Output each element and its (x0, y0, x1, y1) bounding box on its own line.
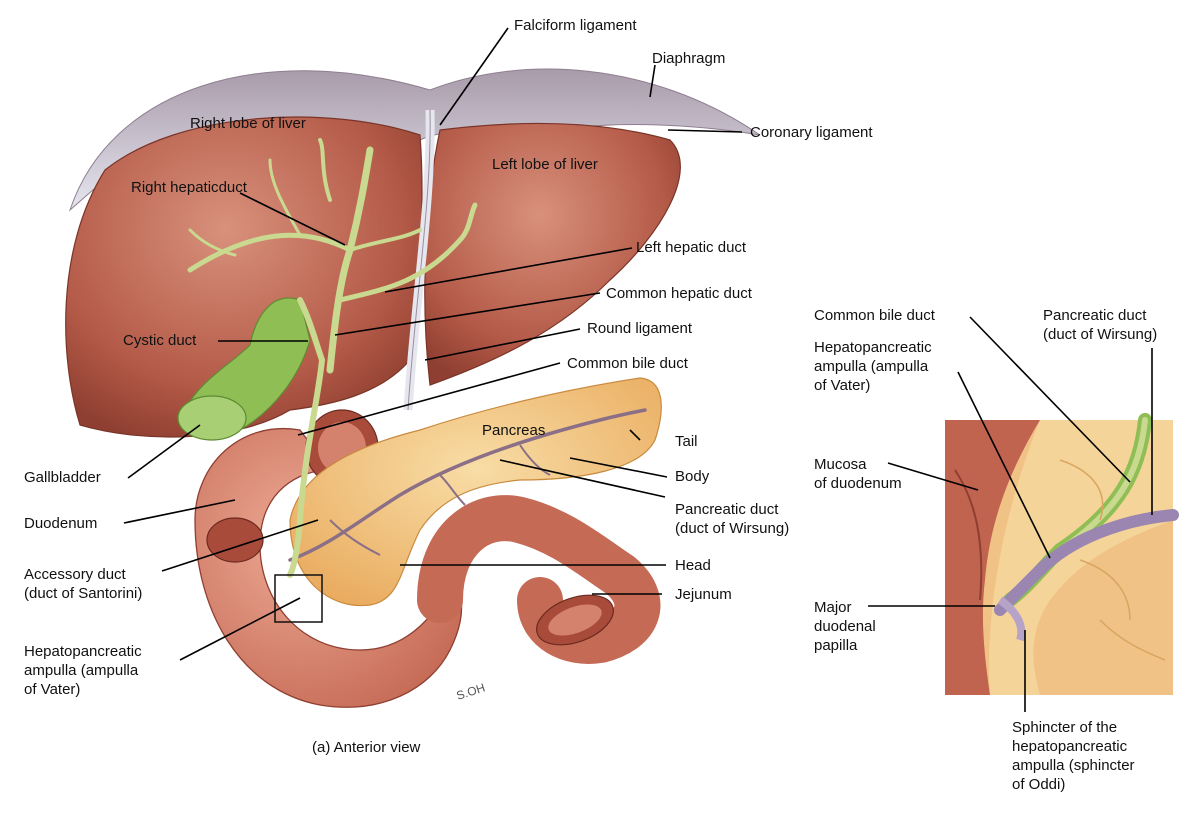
label-duodenum: Duodenum (24, 515, 98, 532)
inset-label-pancreatic-duct: Pancreatic duct(duct of Wirsung) (1043, 307, 1158, 343)
inset-label-common-bile-duct: Common bile duct (814, 307, 935, 324)
liver-left-lobe (424, 122, 681, 386)
label-gallbladder: Gallbladder (24, 469, 101, 486)
label-accessory-duct: Accessory duct(duct of Santorini) (24, 566, 143, 602)
label-common-bile-duct: Common bile duct (567, 355, 688, 372)
label-cystic-duct: Cystic duct (123, 332, 197, 349)
label-right-lobe-of-liver: Right lobe of liver (190, 115, 306, 132)
hepatic-ducts (187, 138, 478, 374)
label-falciform-ligament: Falciform ligament (514, 17, 637, 34)
pancreas-shape (289, 377, 662, 607)
ampulla-box (274, 574, 323, 623)
label-right-hepatic-duct: Right hepaticduct (131, 179, 247, 196)
label-pancreatic-duct: Pancreatic duct(duct of Wirsung) (675, 501, 790, 537)
leader-lines (123, 27, 1153, 712)
duodenum-shape (194, 428, 463, 708)
caption-anterior-view: (a) Anterior view (312, 739, 421, 756)
label-pancreas: Pancreas (482, 422, 546, 439)
label-round-ligament: Round ligament (587, 320, 693, 337)
label-head: Head (675, 557, 711, 574)
cystic-duct-shape (297, 297, 325, 363)
label-jejunum: Jejunum (675, 586, 732, 603)
label-coronary-ligament: Coronary ligament (750, 124, 873, 141)
label-left-hepatic-duct: Left hepatic duct (636, 239, 747, 256)
common-bile-duct-shape (287, 357, 325, 578)
label-diaphragm: Diaphragm (652, 50, 726, 67)
label-tail: Tail (675, 433, 698, 450)
inset-illustration (945, 413, 1179, 695)
label-body: Body (675, 468, 710, 485)
artist-signature: S.OH (455, 680, 487, 702)
label-left-lobe-of-liver: Left lobe of liver (492, 156, 598, 173)
label-common-hepatic-duct: Common hepatic duct (606, 285, 752, 302)
